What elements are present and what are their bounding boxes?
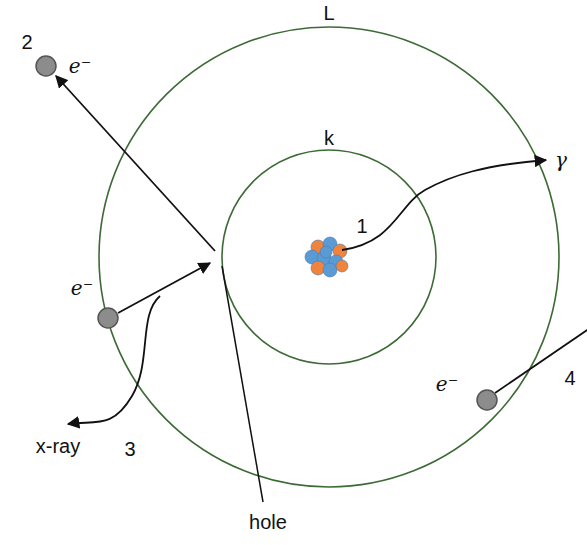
- shell-circle: [222, 150, 436, 364]
- electron-label: e⁻: [71, 277, 93, 299]
- ejection-arrow: [56, 76, 215, 251]
- callout-number: 3: [124, 438, 135, 460]
- xray-arrow: [68, 296, 160, 424]
- callout-number: 2: [21, 31, 32, 53]
- electron: [98, 308, 118, 328]
- nucleus: [305, 237, 348, 277]
- leader-line: [222, 266, 263, 502]
- shell-outline: [98, 26, 560, 488]
- shell-orbit: Lk: [98, 26, 560, 488]
- transition-arrow: [118, 263, 210, 313]
- xray-label: x-ray: [36, 435, 80, 457]
- shell-outline: [221, 149, 437, 365]
- electron: [477, 390, 497, 410]
- shell-orbit: k: [221, 149, 437, 365]
- shell-label: L: [323, 2, 334, 24]
- callout-number: 4: [564, 367, 575, 389]
- callout-number: 1: [356, 215, 367, 237]
- gamma-label: γ: [555, 149, 567, 171]
- shell-circle: [99, 27, 559, 487]
- electron-label: e⁻: [69, 55, 91, 77]
- electron-path: [495, 328, 587, 393]
- shell-label: k: [324, 127, 334, 149]
- electron-label: e⁻: [436, 373, 458, 395]
- electron: [36, 56, 56, 76]
- hole-label: hole: [249, 511, 287, 533]
- gamma-arrow: [342, 160, 546, 250]
